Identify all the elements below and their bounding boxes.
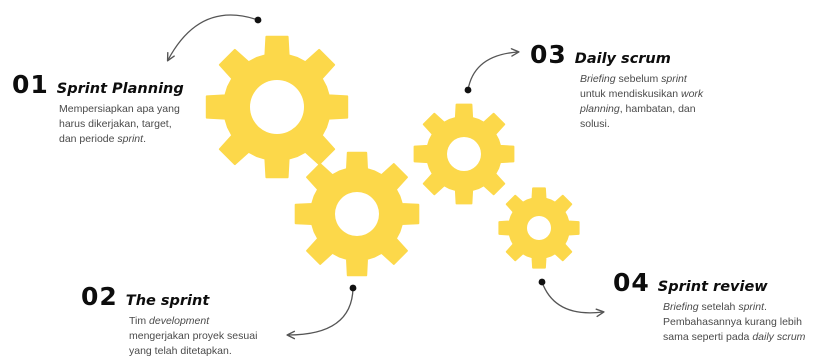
step-number: 03 — [530, 40, 567, 69]
description-line: dan periode sprint. — [59, 133, 146, 145]
description-line: mengerjakan proyek sesuai — [129, 330, 258, 342]
description-line: Mempersiapkan apa yang — [59, 103, 180, 115]
step-03: 03 Daily scrum Briefing sebelum sprint un… — [530, 40, 703, 132]
description-line: yang telah ditetapkan. — [129, 345, 232, 357]
description-line: Briefing sebelum sprint — [580, 73, 687, 85]
step-number: 01 — [12, 70, 49, 99]
step-number: 04 — [613, 268, 650, 297]
description-line: planning, hambatan, dan — [580, 103, 696, 115]
step-02: 02 The sprint Tim development mengerjakan… — [81, 282, 257, 359]
description-line: Briefing setelah sprint. — [663, 301, 767, 313]
step-description: Briefing setelah sprint. Pembahasannya ku… — [663, 300, 805, 345]
gear-hole — [527, 216, 551, 240]
gear-hole — [447, 137, 481, 171]
connector-04 — [538, 278, 605, 318]
step-title: The sprint — [125, 293, 210, 309]
gear-hole — [335, 192, 379, 236]
connector-01 — [166, 14, 262, 62]
description-line: Pembahasannya kurang lebih — [663, 316, 802, 328]
step-01: 01 Sprint Planning Mempersiapkan apa yan… — [12, 70, 184, 147]
step-title: Sprint review — [657, 279, 768, 295]
description-line: Tim development — [129, 315, 210, 327]
description-line: solusi. — [580, 118, 610, 130]
connector-03 — [464, 48, 520, 94]
step-description: Tim development mengerjakan proyek sesuai… — [129, 314, 257, 359]
description-line: sama seperti pada daily scrum — [663, 331, 806, 343]
step-description: Briefing sebelum sprint untuk mendiskusik… — [580, 72, 703, 132]
step-title: Sprint Planning — [56, 81, 184, 97]
connector-02 — [286, 284, 357, 340]
step-number: 02 — [81, 282, 118, 311]
description-line: harus dikerjakan, target, — [59, 118, 172, 130]
step-title: Daily scrum — [574, 51, 671, 67]
description-line: untuk mendiskusikan work — [580, 88, 704, 100]
gear-hole — [250, 80, 304, 134]
gears-group — [205, 35, 580, 277]
step-04: 04 Sprint review Briefing setelah sprint… — [613, 268, 805, 345]
step-description: Mempersiapkan apa yang harus dikerjakan, … — [59, 102, 184, 147]
